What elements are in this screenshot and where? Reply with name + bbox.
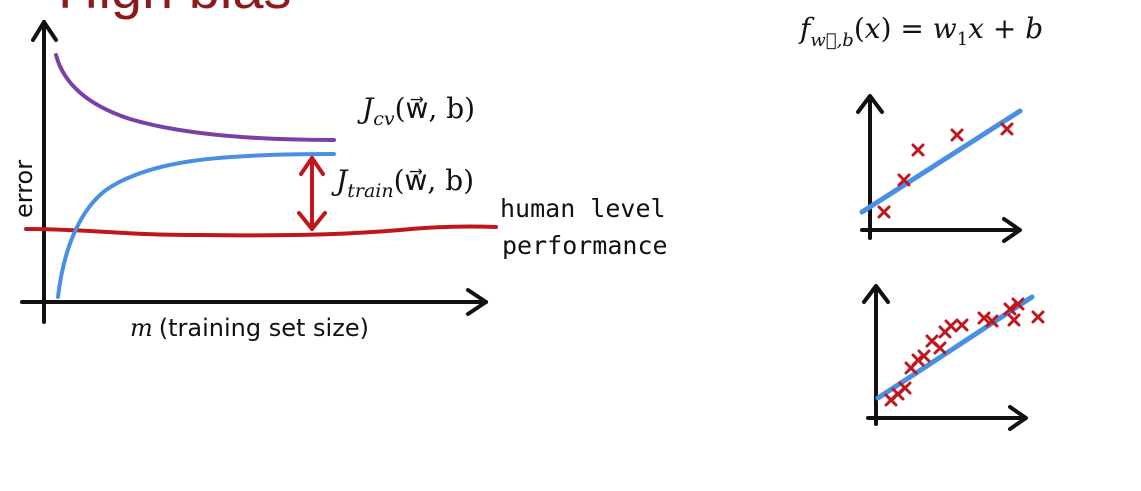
data-point-cross — [898, 381, 912, 395]
large-dataset-plot — [862, 284, 1045, 431]
large-plot-points — [884, 297, 1045, 407]
cv-error-curve — [54, 53, 336, 142]
data-point-cross — [955, 318, 969, 332]
data-point-cross — [950, 128, 964, 142]
data-point-cross — [1007, 313, 1021, 327]
x-axis-label-variable: m — [130, 314, 153, 342]
large-plot-x-axis-arrowhead — [1008, 405, 1028, 431]
data-point-cross — [1003, 302, 1017, 316]
data-point-cross — [897, 173, 911, 187]
train-error-curve — [56, 152, 336, 299]
data-point-cross — [911, 143, 925, 157]
gap-arrow-bottom-head — [297, 211, 327, 231]
data-point-cross — [917, 349, 931, 363]
small-plot-y-axis-arrowhead — [856, 94, 884, 114]
train-curve-label: Jtrain(w⃗, b) — [331, 164, 474, 202]
cv-curve-label: Jcv(w⃗, b) — [357, 92, 475, 130]
data-point-cross — [944, 319, 958, 333]
large-plot-y-axis-arrowhead — [862, 284, 890, 304]
model-equation: fw⃗,b(x) = w1x + b — [798, 12, 1043, 51]
y-axis-label: error — [10, 160, 38, 218]
human-level-label-line2: performance — [502, 231, 668, 260]
slide-title: High bias — [58, 0, 291, 20]
x-axis-arrowhead — [466, 288, 488, 316]
x-axis-label: m(training set size) — [130, 314, 369, 342]
small-plot-fit-line — [859, 108, 1023, 215]
x-axis-label-text: (training set size) — [159, 314, 369, 342]
small-plot-points — [877, 122, 1014, 219]
data-point-cross — [1011, 297, 1025, 311]
human-level-line — [24, 224, 498, 238]
data-point-cross — [1031, 310, 1045, 324]
gap-arrow-top-head — [299, 156, 325, 176]
data-point-cross — [877, 205, 891, 219]
data-point-cross — [985, 314, 999, 328]
data-point-cross — [1000, 122, 1014, 136]
small-plot-x-axis-arrowhead — [1002, 217, 1022, 243]
learning-curve-diagram: error m(training set size) Jcv(w⃗, b) Jt… — [10, 20, 668, 342]
y-axis-arrowhead — [31, 20, 58, 42]
human-level-label-line1: human level — [500, 194, 666, 223]
small-dataset-plot — [856, 94, 1023, 243]
data-point-cross — [933, 341, 947, 355]
